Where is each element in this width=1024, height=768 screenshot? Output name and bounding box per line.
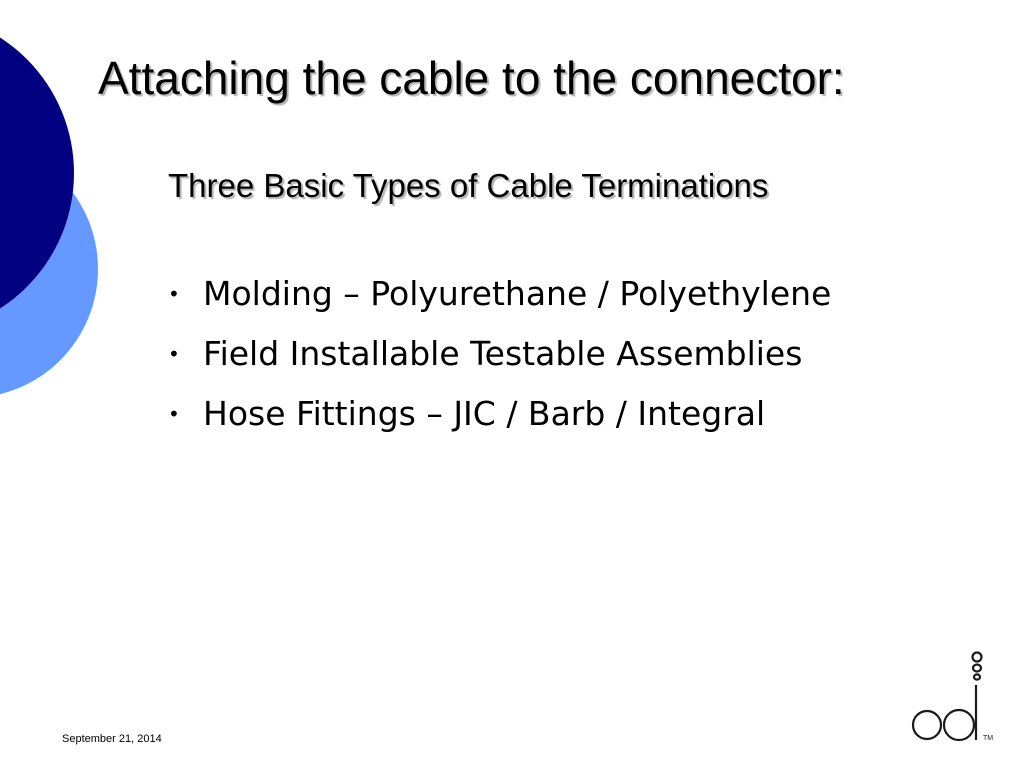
bullet-text: Molding – Polyurethane / Polyethylene — [203, 274, 832, 313]
slide-subtitle: Three Basic Types of Cable Terminations — [168, 167, 769, 204]
bullet-dot-icon: • — [168, 402, 180, 426]
bullet-text: Field Installable Testable Assemblies — [203, 334, 803, 373]
od-logo-icon: TM — [911, 651, 993, 742]
bullet-dot-icon: • — [168, 282, 180, 306]
bullet-item: • Field Installable Testable Assemblies — [160, 332, 990, 376]
bullet-item: • Molding – Polyurethane / Polyethylene — [160, 272, 990, 316]
bullet-dot-icon: • — [168, 342, 180, 366]
bullet-item: • Hose Fittings – JIC / Barb / Integral — [160, 392, 990, 436]
trademark-symbol: TM — [983, 735, 993, 742]
bullet-text: Hose Fittings – JIC / Barb / Integral — [203, 394, 766, 433]
slide-title: Attaching the cable to the connector: — [98, 52, 845, 104]
bullet-list: • Molding – Polyurethane / Polyethylene … — [160, 272, 990, 452]
footer-date: September 21, 2014 — [62, 733, 162, 745]
